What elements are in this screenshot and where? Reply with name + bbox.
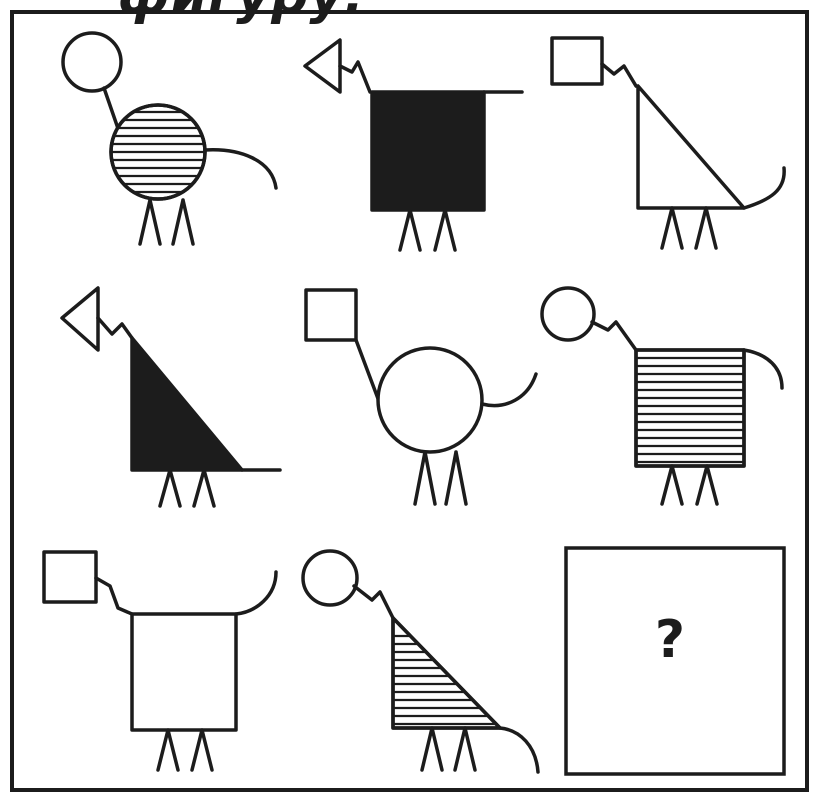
figure-cell-7 bbox=[44, 552, 276, 770]
figure-cell-5 bbox=[306, 290, 536, 504]
neck-line bbox=[354, 586, 393, 618]
square-head bbox=[44, 552, 96, 602]
neck-line bbox=[602, 64, 636, 86]
circle-head bbox=[303, 551, 357, 605]
heading-text: фигуру: bbox=[118, 0, 366, 26]
tail-curve bbox=[482, 374, 536, 406]
legs bbox=[400, 210, 455, 250]
figure-cell-4 bbox=[62, 288, 280, 506]
tail-curve bbox=[744, 168, 784, 208]
tail-curve bbox=[205, 150, 276, 188]
square-body bbox=[132, 614, 236, 730]
figure-cell-1 bbox=[63, 33, 276, 244]
legs bbox=[415, 452, 466, 504]
tail-curve bbox=[744, 350, 782, 388]
figure-cell-8 bbox=[303, 551, 538, 772]
tail-curve bbox=[500, 728, 538, 772]
legs bbox=[160, 470, 214, 506]
triangle-head bbox=[305, 40, 340, 92]
neck-line bbox=[98, 318, 132, 338]
neck-line bbox=[340, 62, 370, 92]
legs bbox=[662, 208, 716, 248]
triangle-body bbox=[638, 86, 744, 208]
neck-line bbox=[356, 340, 380, 404]
legs bbox=[140, 200, 193, 244]
triangle-head bbox=[62, 288, 98, 350]
circle-head bbox=[63, 33, 121, 91]
square-body bbox=[372, 92, 484, 210]
legs bbox=[662, 466, 717, 504]
tail-curve bbox=[236, 572, 276, 614]
neck-line bbox=[96, 578, 132, 614]
square-head bbox=[306, 290, 356, 340]
legs bbox=[422, 728, 475, 770]
figure-cell-3 bbox=[552, 38, 784, 248]
square-head bbox=[552, 38, 602, 84]
figure-cell-2 bbox=[305, 40, 522, 250]
circle-body bbox=[378, 348, 482, 452]
square-body bbox=[636, 350, 744, 466]
circle-head bbox=[542, 288, 594, 340]
figure-cell-6 bbox=[542, 288, 782, 504]
legs bbox=[158, 730, 212, 770]
neck-line bbox=[592, 322, 636, 350]
question-mark: ? bbox=[640, 610, 700, 670]
triangle-body bbox=[132, 338, 242, 470]
